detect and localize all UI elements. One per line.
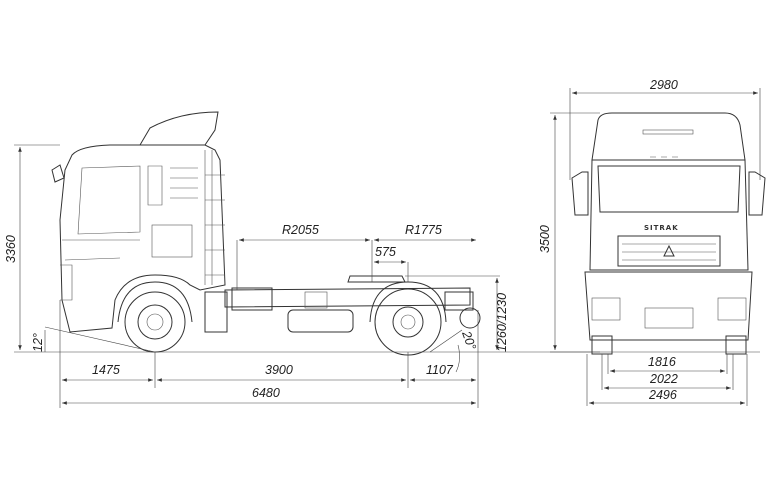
overall-length-label: 6480 <box>252 386 280 400</box>
component-box <box>304 291 328 309</box>
grille <box>617 235 721 267</box>
extension-lines <box>14 144 600 353</box>
chassis-frame <box>224 287 471 308</box>
battery-box <box>204 291 228 333</box>
wheelbase-label: 3900 <box>265 363 293 377</box>
cab-front <box>589 159 749 271</box>
approach-angle-line <box>44 326 156 353</box>
roof-light-bar <box>642 129 694 135</box>
fuel-tank <box>287 309 354 333</box>
front-hub <box>137 304 173 340</box>
left-mirror <box>571 171 589 216</box>
rear-hub <box>392 306 424 338</box>
side-mirror <box>51 164 65 183</box>
door-window <box>77 165 141 235</box>
departure-angle-label: 20° <box>459 328 479 351</box>
cab-body <box>59 144 226 333</box>
left-wheel <box>591 335 613 355</box>
rear-turning-radius-label: R1775 <box>405 223 442 237</box>
approach-angle-label: 12° <box>31 333 45 352</box>
right-headlight <box>717 297 747 321</box>
front-fender <box>117 281 193 323</box>
front-track-label: 1816 <box>648 355 676 369</box>
front-view-dimensions: 2980 3500 1816 2022 2496 <box>538 78 761 406</box>
mirror-width-label: 2980 <box>649 78 678 92</box>
front-turning-radius-label: R2055 <box>282 223 319 237</box>
side-vents <box>170 167 198 199</box>
brand-logo: SITRAK <box>644 224 679 232</box>
radius-extensions <box>236 240 409 290</box>
storage-hatch <box>151 224 193 258</box>
rear-wheel <box>374 288 442 356</box>
side-view-truck <box>51 111 481 356</box>
roof-spoiler <box>139 111 219 146</box>
fifth-wheel <box>347 275 406 283</box>
cab-steps <box>204 150 225 285</box>
windshield <box>597 165 741 213</box>
vertical-extensions <box>59 300 479 408</box>
front-height-label: 3500 <box>538 225 552 253</box>
fifth-wheel-height-label: 1260/1230 <box>495 293 509 352</box>
rear-overhang-label: 1107 <box>426 363 454 377</box>
door-lines <box>60 239 140 301</box>
overall-width-label: 2496 <box>648 388 677 402</box>
left-headlight <box>591 297 621 321</box>
fifth-wheel-offset-label: 575 <box>375 245 396 259</box>
overall-height-label: 3360 <box>4 235 18 263</box>
bumper <box>584 271 753 341</box>
brand-emblem-icon <box>663 244 675 257</box>
spare-light <box>459 307 481 329</box>
side-window <box>147 165 163 206</box>
side-view-dimensions: 3360 12° 1475 3900 1107 6480 R2055 R1775… <box>4 144 600 408</box>
right-wheel <box>725 335 747 355</box>
roof-deflector <box>591 112 746 161</box>
departure-angle-line <box>429 329 463 373</box>
license-plate-area <box>644 307 694 329</box>
right-mirror <box>748 171 766 216</box>
front-view-truck: SITRAK <box>571 112 766 355</box>
rear-light-box <box>444 291 474 311</box>
rear-track-label: 2022 <box>649 372 678 386</box>
front-overhang-label: 1475 <box>92 363 120 377</box>
front-wheel <box>124 291 186 353</box>
air-tank-box <box>231 287 273 311</box>
